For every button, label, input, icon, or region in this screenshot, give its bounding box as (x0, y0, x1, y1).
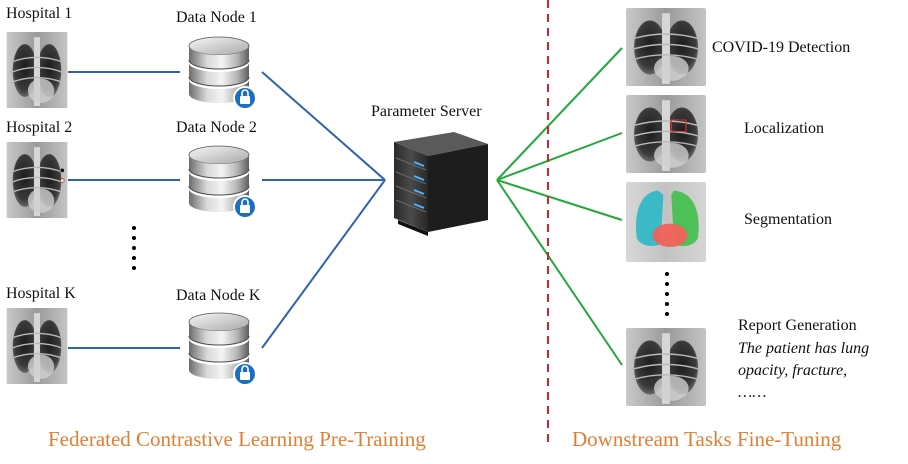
task-localization-link (496, 132, 623, 181)
pretraining-caption: Federated Contrastive Learning Pre-Train… (48, 427, 426, 451)
localization-label: Localization (744, 120, 824, 137)
server-icon (394, 132, 488, 236)
data-node-2-label: Data Node 2 (176, 119, 257, 136)
parameter-server-label: Parameter Server (371, 103, 482, 120)
lock-icon (233, 362, 257, 386)
localization-bounding-box (670, 119, 687, 132)
node-k-link (261, 179, 386, 349)
node-1-link (261, 71, 386, 181)
hospital-k-label: Hospital K (6, 285, 76, 302)
lock-icon (233, 195, 257, 219)
ellipsis-dot (132, 246, 136, 250)
heart-mask (652, 223, 688, 248)
ellipsis-dot (665, 312, 669, 316)
ellipsis-dot (132, 236, 136, 240)
hospital-k-xray (6, 308, 68, 384)
data-node-k-database-icon (188, 312, 257, 386)
covid-detection-label: COVID-19 Detection (712, 39, 851, 56)
task-report-link (496, 179, 623, 366)
report-generation-label: Report Generation (738, 317, 857, 334)
hospital-1-label: Hospital 1 (6, 5, 73, 22)
ellipsis-dot (665, 302, 669, 306)
task-segmentation-link (496, 179, 623, 221)
ellipsis-dot (665, 282, 669, 286)
ellipsis-dot (132, 226, 136, 230)
ellipsis-dot (132, 256, 136, 260)
lock-icon (233, 86, 257, 110)
task-covid-link (496, 47, 623, 181)
ellipsis-dot (132, 266, 136, 270)
hospital-2-xray (6, 142, 68, 218)
covid-detection-xray (626, 8, 706, 86)
ellipsis-dot (665, 292, 669, 296)
report-generation-xray (626, 328, 706, 406)
segmentation-xray (626, 182, 706, 262)
hospital-1-xray (6, 32, 68, 108)
segmentation-label: Segmentation (744, 211, 832, 228)
hospital-2-label: Hospital 2 (6, 119, 73, 136)
data-node-1-label: Data Node 1 (176, 9, 257, 26)
data-node-k-label: Data Node K (176, 287, 261, 304)
ellipsis-dot (665, 272, 669, 276)
data-node-1-database-icon (188, 36, 257, 110)
finetuning-caption: Downstream Tasks Fine-Tuning (572, 427, 842, 451)
report-text-line-3: …… (738, 384, 767, 401)
data-node-2-database-icon (188, 145, 257, 219)
localization-xray (626, 95, 706, 173)
report-text-line-1: The patient has lung (738, 340, 870, 357)
report-text-line-2: opacity, fracture, (738, 362, 848, 379)
